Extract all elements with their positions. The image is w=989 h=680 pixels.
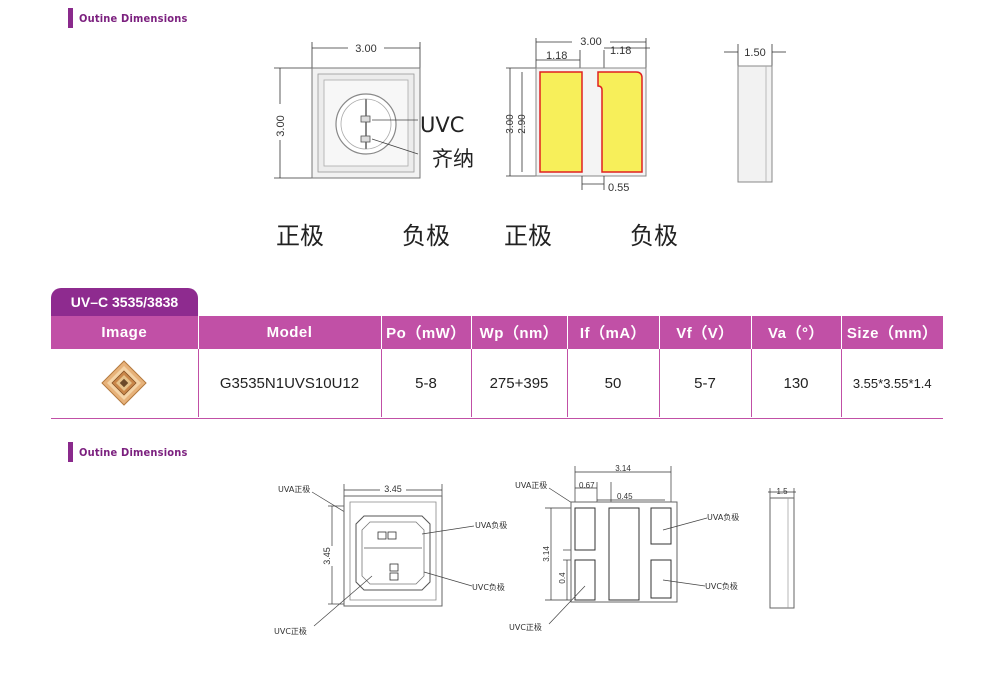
uva-anode-label: UVA正极 (278, 484, 310, 494)
uva-uvc-bottom-view-drawing: 3.14 UVA正极 0.67 0.45 3.14 0.4 UVA负极 UVC负… (509, 464, 739, 632)
dim-pad-right: 1.18 (610, 45, 631, 57)
size-cell: 3.55*3.55*1.4 (852, 375, 932, 391)
va-cell: 130 (751, 349, 842, 417)
dim-side-inner: 2.90 (517, 114, 528, 134)
header-po: Po（mW） (381, 316, 472, 349)
section-heading-2: Outine Dimensions (68, 442, 200, 462)
model-cell: G3535N1UVS10U12 (198, 349, 382, 417)
header-wp: Wp（nm） (471, 316, 568, 349)
dim-067: 0.67 (579, 481, 595, 490)
dim-thick-15: 1.5 (776, 487, 788, 496)
uvc-label: UVC (420, 113, 464, 137)
section-title: Outine Dimensions (79, 11, 188, 25)
section-title: Outine Dimensions (79, 445, 188, 459)
table-header-row: Image Model Po（mW） Wp（nm） If（mA） Vf（V） V… (51, 316, 943, 349)
uva-cathode-label: UVA负极 (475, 520, 507, 530)
uvc-bottom-view-drawing: 3.00 1.18 1.18 3.00 2.90 0.55 (505, 36, 650, 194)
dim-top2: 3.00 (580, 36, 601, 48)
header-model: Model (198, 316, 382, 349)
table-row: G3535N1UVS10U12 5-8 275+395 50 5-7 130 3… (51, 349, 943, 417)
dim-side-outer: 3.00 (505, 114, 516, 134)
vf-cell: 5-7 (659, 349, 752, 417)
uvc-cathode-label: UVC负极 (472, 582, 505, 592)
product-image-cell (51, 349, 199, 417)
led-product-image (101, 360, 147, 406)
dim-045: 0.45 (617, 492, 633, 501)
uva-uvc-top-view-drawing: UVA正极 3.45 3.45 UVA负极 UVC负极 UVC正极 (274, 484, 507, 636)
dim-top-label: 3.00 (355, 43, 376, 55)
header-va: Va（°） (751, 316, 842, 349)
header-image: Image (51, 316, 199, 349)
uvc-top-view-drawing: 3.00 3.00 UVC 齐纳 (274, 42, 474, 179)
spec-table: Image Model Po（mW） Wp（nm） If（mA） Vf（V） V… (51, 316, 943, 417)
anode-label-2: 正极 (504, 222, 552, 250)
dim-gap: 0.55 (608, 182, 629, 194)
cathode-label-2: 负极 (630, 222, 678, 250)
dim-314-side: 3.14 (542, 546, 551, 562)
uvc-cathode-label-2: UVC负极 (705, 581, 738, 591)
uvc-side-view-drawing: 1.50 (724, 44, 786, 183)
uvc-anode-label-2: UVC正极 (509, 622, 542, 632)
dim-pad-left: 1.18 (546, 50, 567, 62)
dim-04: 0.4 (558, 572, 567, 584)
dim-top-345: 3.45 (384, 484, 402, 494)
section-marker (68, 8, 73, 28)
header-vf: Vf（V） (659, 316, 752, 349)
uvc-anode-label: UVC正极 (274, 626, 307, 636)
header-if: If（mA） (567, 316, 660, 349)
zener-label: 齐纳 (432, 147, 474, 171)
dim-thickness: 1.50 (744, 47, 765, 59)
dim-left-345: 3.45 (322, 547, 332, 565)
uva-cathode-label-2: UVA负极 (707, 512, 739, 522)
po-cell: 5-8 (381, 349, 472, 417)
wp-cell: 275+395 (471, 349, 568, 417)
uva-anode-label-2: UVA正极 (515, 480, 547, 490)
dim-left-label: 3.00 (275, 115, 287, 136)
if-cell: 50 (567, 349, 660, 417)
section-marker (68, 442, 73, 462)
uva-uvc-side-view-drawing: 1.5 (768, 487, 796, 609)
header-size: Size（mm） (841, 316, 943, 349)
product-tab: UV–C 3535/3838 (51, 288, 198, 316)
dim-top-314: 3.14 (615, 464, 631, 473)
section-heading-1: Outine Dimensions (68, 8, 200, 28)
cathode-label-1: 负极 (402, 222, 450, 250)
anode-label-1: 正极 (276, 222, 324, 250)
table-bottom-rule (51, 418, 943, 419)
